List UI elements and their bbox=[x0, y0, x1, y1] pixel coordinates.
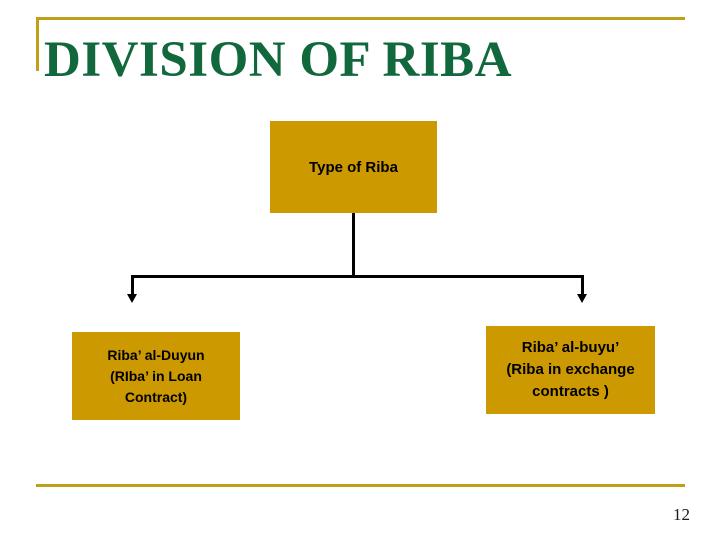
diagram-node-riba-al-duyun-label: Riba’ al-Duyun (RIba’ in Loan Contract) bbox=[107, 346, 205, 405]
arrowhead-right-icon bbox=[577, 294, 587, 303]
page-title: DIVISION OF RIBA bbox=[44, 32, 513, 88]
page-number: 12 bbox=[673, 505, 690, 524]
connector-drop-left bbox=[131, 275, 134, 295]
top-gold-rule bbox=[36, 17, 685, 20]
connector-horizontal-bar bbox=[131, 275, 584, 278]
diagram-node-root-label: Type of Riba bbox=[309, 158, 398, 176]
diagram-node-root[interactable]: Type of Riba bbox=[270, 121, 437, 213]
diagram-node-riba-al-duyun[interactable]: Riba’ al-Duyun (RIba’ in Loan Contract) bbox=[72, 332, 240, 420]
bottom-gold-rule bbox=[36, 484, 685, 487]
arrowhead-left-icon bbox=[127, 294, 137, 303]
connector-stem bbox=[352, 213, 355, 278]
diagram-node-riba-al-buyu-label: Riba’ al-buyu’ (Riba in exchange contrac… bbox=[506, 339, 635, 400]
diagram-node-riba-al-buyu[interactable]: Riba’ al-buyu’ (Riba in exchange contrac… bbox=[486, 326, 655, 414]
left-gold-rule-stub bbox=[36, 17, 39, 71]
connector-drop-right bbox=[581, 275, 584, 295]
